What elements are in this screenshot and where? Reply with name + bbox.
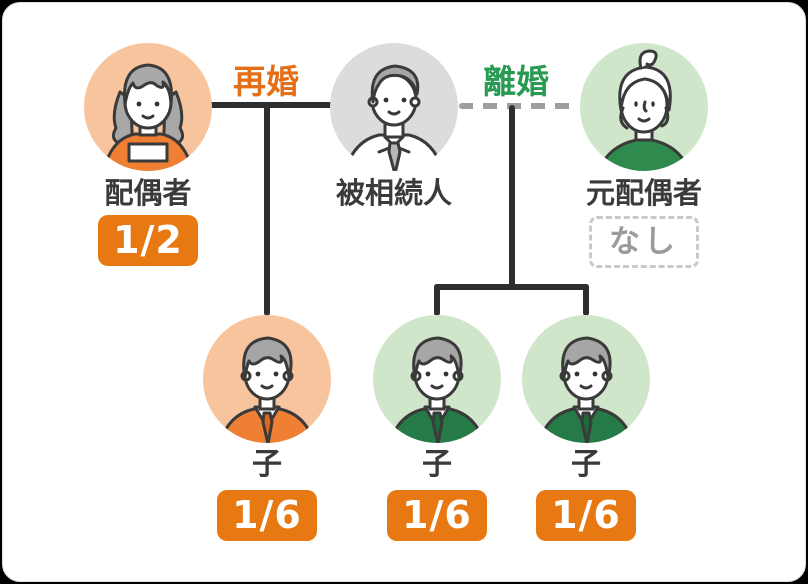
- woman-long-hair-icon: [84, 43, 212, 171]
- child-1-name-label: 子: [252, 447, 282, 482]
- remarriage-label: 再婚: [233, 62, 299, 101]
- divorce-dashed-line: [459, 103, 577, 109]
- decedent-name-label: 被相続人: [335, 176, 452, 210]
- man-suit-icon: [330, 43, 458, 171]
- divorce-label: 離婚: [483, 62, 549, 101]
- ex-spouse-name-label: 元配偶者: [585, 176, 702, 210]
- person-child-1: 子 1/6: [202, 314, 332, 542]
- woman-hair-bun-icon: [580, 43, 708, 171]
- child-3-share-badge: 1/6: [536, 490, 636, 542]
- spouse-share-badge: 1/2: [98, 214, 198, 267]
- child-2-name-label: 子: [422, 447, 452, 482]
- child-1-share-badge: 1/6: [217, 490, 317, 542]
- child1-connector: [264, 102, 270, 316]
- child-2-share-badge: 1/6: [387, 490, 487, 542]
- ex-spouse-share-none-box: なし: [589, 215, 699, 269]
- person-child-3: 子 1/6: [521, 314, 651, 542]
- spouse-name-label: 配偶者: [104, 176, 192, 210]
- person-child-2: 子 1/6: [372, 314, 502, 542]
- person-decedent: 被相続人: [329, 42, 459, 210]
- child2-connector: [434, 284, 440, 316]
- child-3-name-label: 子: [571, 447, 601, 482]
- person-ex-spouse: 元配偶者 なし: [579, 42, 709, 269]
- marriage-line: [200, 102, 340, 108]
- children-bar-line: [434, 284, 589, 290]
- boy-sweater-icon: [522, 315, 650, 443]
- person-spouse: 配偶者 1/2: [83, 42, 213, 267]
- ex-union-drop-line: [509, 105, 515, 287]
- boy-sweater-icon: [373, 315, 501, 443]
- child3-connector: [583, 284, 589, 316]
- boy-sweater-icon: [203, 315, 331, 443]
